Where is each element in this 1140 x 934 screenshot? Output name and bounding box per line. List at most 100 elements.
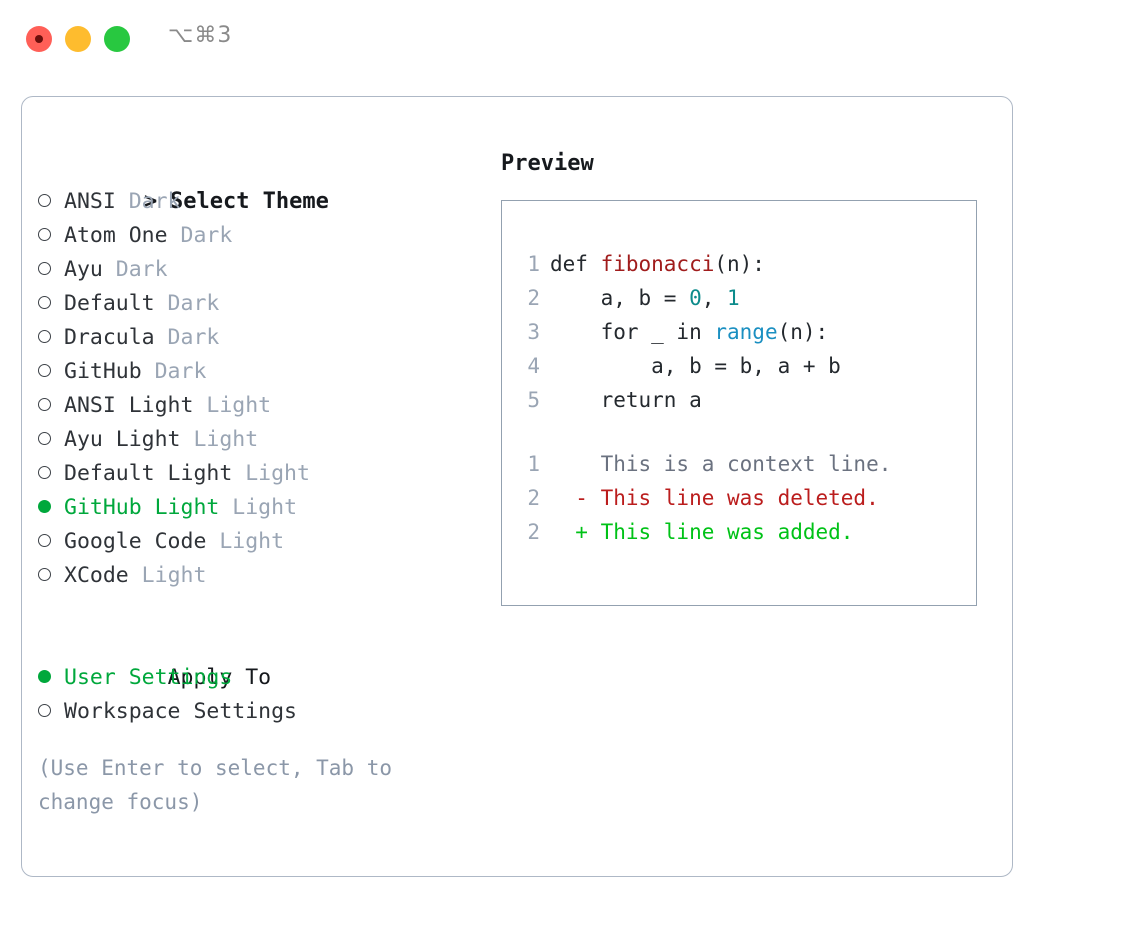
theme-list-item[interactable]: Default Light Light xyxy=(38,457,488,491)
line-number: 5 xyxy=(527,388,540,412)
theme-list-item[interactable]: XCode Light xyxy=(38,559,488,593)
theme-kind-badge: Light xyxy=(232,461,310,486)
theme-list-item[interactable]: GitHub Light Light xyxy=(38,491,488,525)
bullet-icon xyxy=(38,194,51,207)
line-number: 1 xyxy=(527,452,540,476)
title-bar: ⌥⌘3 xyxy=(0,0,1140,80)
code-token: , xyxy=(701,286,728,310)
bullet-icon xyxy=(38,466,51,479)
theme-name: Ayu Light xyxy=(64,427,181,452)
diff-line: 1 This is a context line. xyxy=(518,447,976,481)
theme-name: GitHub xyxy=(64,359,142,384)
line-number: 2 xyxy=(527,520,540,544)
theme-kind-badge: Dark xyxy=(102,257,168,282)
bullet-icon xyxy=(38,228,51,241)
code-line: 2 a, b = 0, 1 xyxy=(518,281,976,315)
theme-kind-badge: Dark xyxy=(167,223,233,248)
code-token: def xyxy=(550,252,601,276)
theme-kind-badge: Light xyxy=(180,427,259,452)
close-button[interactable] xyxy=(26,26,52,52)
bullet-icon xyxy=(38,262,51,275)
theme-kind-badge: Light xyxy=(193,393,272,418)
theme-name: Atom One xyxy=(64,223,168,248)
code-line: 4 a, b = b, a + b xyxy=(518,349,976,383)
theme-list-item[interactable]: Ayu Light Light xyxy=(38,423,488,457)
theme-name: XCode xyxy=(64,563,129,588)
theme-kind-badge: Light xyxy=(219,495,298,520)
radio-unselected-icon xyxy=(38,219,64,253)
theme-list-item[interactable]: Atom One Dark xyxy=(38,219,488,253)
theme-name: GitHub Light xyxy=(64,495,220,520)
radio-selected-icon xyxy=(38,491,64,525)
apply-to-option[interactable]: Workspace Settings xyxy=(38,695,488,729)
radio-unselected-icon xyxy=(38,695,64,729)
theme-list-item[interactable]: ANSI Dark xyxy=(38,185,488,219)
radio-unselected-icon xyxy=(38,321,64,355)
bullet-icon xyxy=(38,398,51,411)
code-token: return a xyxy=(550,388,702,412)
theme-name: Ayu xyxy=(64,257,103,282)
code-token: a, b = xyxy=(550,286,690,310)
theme-list-item[interactable]: GitHub Dark xyxy=(38,355,488,389)
code-line: 3 for _ in range(n): xyxy=(518,315,976,349)
radio-unselected-icon xyxy=(38,559,64,593)
code-token: 1 xyxy=(727,286,740,310)
code-token: range xyxy=(714,320,778,344)
code-token: (n): xyxy=(714,252,765,276)
code-token: a, b = b, a + b xyxy=(550,354,841,378)
minimize-button[interactable] xyxy=(65,26,91,52)
keyboard-hint: (Use Enter to select, Tab to change focu… xyxy=(38,756,405,814)
window-controls xyxy=(26,26,130,52)
radio-unselected-icon xyxy=(38,185,64,219)
select-theme-title: Select Theme xyxy=(169,189,329,214)
bullet-icon xyxy=(38,432,51,445)
preview-title: Preview xyxy=(501,151,594,176)
theme-kind-badge: Light xyxy=(206,529,285,554)
theme-list-item[interactable]: Default Dark xyxy=(38,287,488,321)
theme-name: Dracula xyxy=(64,325,155,350)
theme-list-item[interactable]: ANSI Light Light xyxy=(38,389,488,423)
theme-name: ANSI xyxy=(64,189,116,214)
apply-to-label: Apply To xyxy=(167,665,272,690)
apply-to-option-label: Workspace Settings xyxy=(64,699,297,724)
bullet-icon xyxy=(38,534,51,547)
select-theme-header: >Select Theme xyxy=(38,151,488,214)
keyboard-shortcut-label: ⌥⌘3 xyxy=(168,23,233,48)
radio-unselected-icon xyxy=(38,457,64,491)
theme-kind-badge: Dark xyxy=(154,291,220,316)
maximize-button[interactable] xyxy=(104,26,130,52)
theme-name: Google Code xyxy=(64,529,207,554)
apply-to-option[interactable]: User Settings xyxy=(38,661,488,695)
theme-list-item[interactable]: Dracula Dark xyxy=(38,321,488,355)
theme-kind-badge: Light xyxy=(128,563,207,588)
bullet-icon xyxy=(38,568,51,581)
bullet-icon xyxy=(38,670,51,683)
theme-list-item[interactable]: Google Code Light xyxy=(38,525,488,559)
theme-name: ANSI Light xyxy=(64,393,194,418)
radio-unselected-icon xyxy=(38,355,64,389)
diff-line: 2 - This line was deleted. xyxy=(518,481,976,515)
apply-to-option-label: User Settings xyxy=(64,665,233,690)
code-token: for _ in xyxy=(550,320,715,344)
theme-list-item[interactable]: Ayu Dark xyxy=(38,253,488,287)
bullet-icon xyxy=(38,296,51,309)
theme-name: Default Light xyxy=(64,461,233,486)
line-number: 4 xyxy=(527,354,540,378)
diff-line-text: + This line was added. xyxy=(550,520,854,544)
theme-name: Default xyxy=(64,291,155,316)
radio-selected-icon xyxy=(38,661,64,695)
code-line: 5 return a xyxy=(518,383,976,417)
bullet-icon xyxy=(38,704,51,717)
line-number: 2 xyxy=(527,286,540,310)
radio-unselected-icon xyxy=(38,253,64,287)
diff-line-text: This is a context line. xyxy=(550,452,892,476)
bullet-icon xyxy=(38,500,51,513)
code-token: fibonacci xyxy=(600,252,715,276)
